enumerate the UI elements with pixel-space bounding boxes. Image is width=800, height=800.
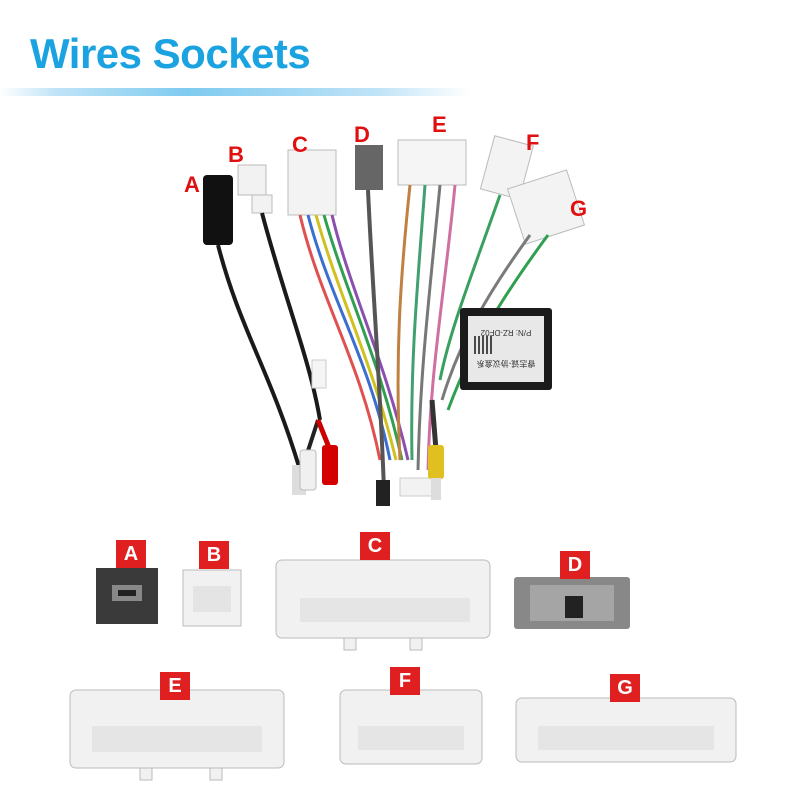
harness-d xyxy=(355,145,390,506)
socket-f xyxy=(339,689,483,765)
socket-e xyxy=(69,689,285,781)
harness-label-c: C xyxy=(292,132,308,157)
socket-label-f: F xyxy=(390,667,420,695)
yellow-rca-plug xyxy=(428,399,444,500)
qr-code xyxy=(474,336,492,354)
harness-f xyxy=(438,135,534,381)
harness-label-g: G xyxy=(570,196,588,221)
harness-a xyxy=(203,175,306,495)
page-title: Wires Sockets xyxy=(30,30,311,77)
socket-label-b: B xyxy=(199,541,229,569)
harness-b xyxy=(237,164,338,491)
socket-g xyxy=(515,697,737,763)
socket-c xyxy=(275,559,491,651)
title-underline xyxy=(0,88,470,96)
socket-a xyxy=(96,568,158,624)
socket-label-g: G xyxy=(610,674,640,702)
socket-label-e: E xyxy=(160,672,190,700)
socket-b xyxy=(182,569,242,627)
socket-label-d: D xyxy=(560,551,590,579)
harness-label-a: A xyxy=(184,172,200,197)
socket-label-a: A xyxy=(116,540,146,568)
module-text: 睿志诚-协议盒系 xyxy=(476,359,536,368)
harness-e xyxy=(396,139,467,497)
harness-label-f: F xyxy=(526,130,540,155)
wire-harness-illustration xyxy=(203,135,586,506)
harness-label-e: E xyxy=(432,112,447,137)
protocol-box: P/N: RZ-DF02 睿志诚-协议盒系 xyxy=(460,308,552,390)
protocol-box-label: P/N: RZ-DF02 睿志诚-协议盒系 xyxy=(468,316,544,382)
socket-label-c: C xyxy=(360,532,390,560)
harness-label-b: B xyxy=(228,142,244,167)
harness-c xyxy=(287,149,410,461)
sockets-illustration xyxy=(69,559,737,781)
title-banner: Wires Sockets xyxy=(0,22,470,96)
socket-d xyxy=(514,577,630,629)
harness-label-d: D xyxy=(354,122,370,147)
